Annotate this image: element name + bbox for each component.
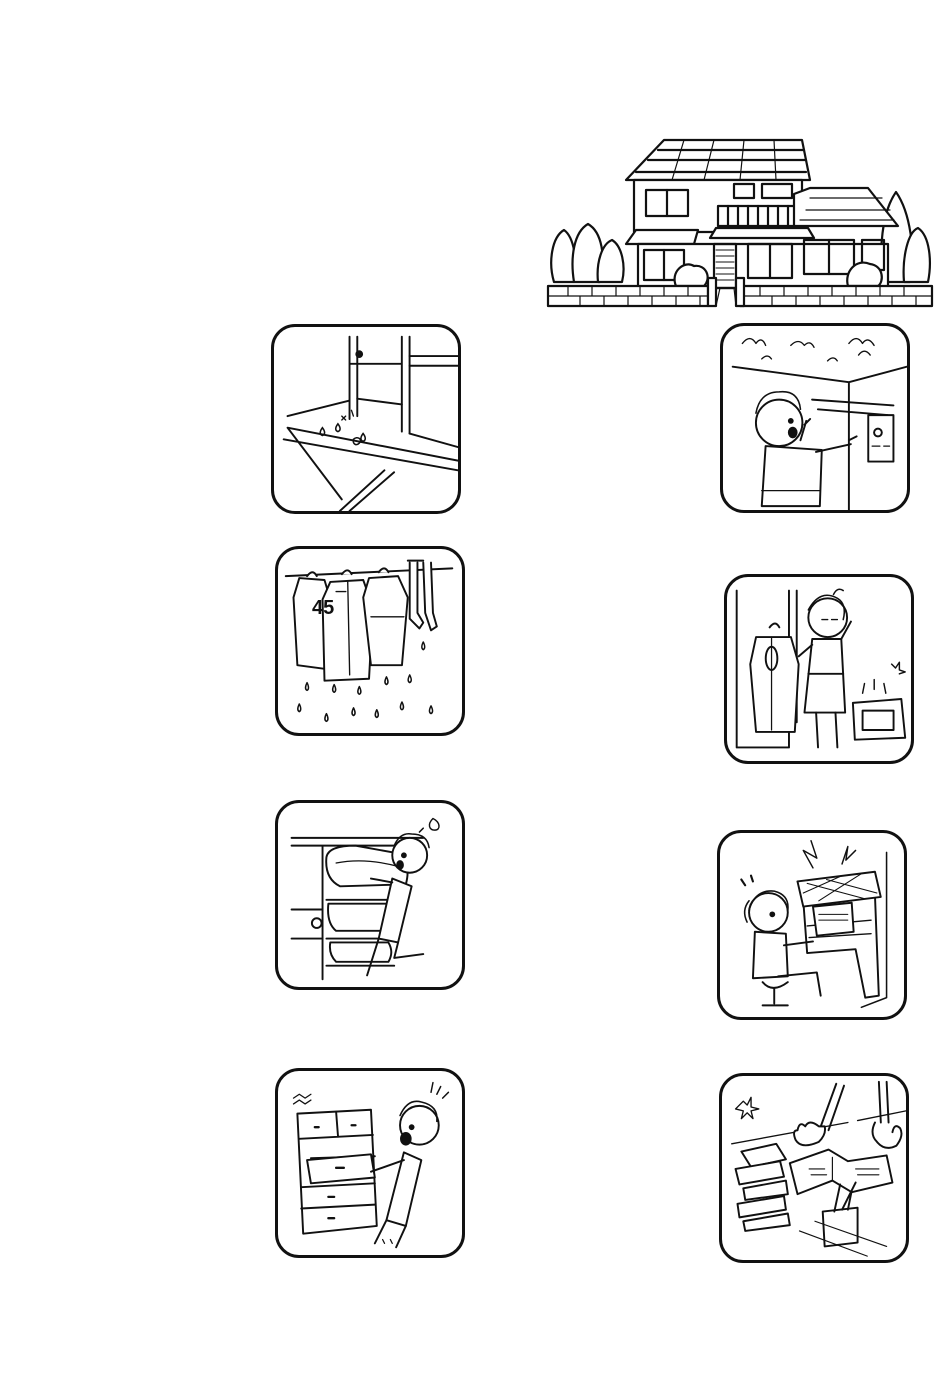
wardrobe-icon [727,577,911,761]
books-icon [722,1076,906,1260]
piano-icon [720,833,904,1017]
futon-closet-icon [278,803,462,987]
panel-damp-books [719,1073,909,1263]
panel-damp-wardrobe [724,574,914,764]
dripping-laundry-icon [278,549,462,733]
panel-piano-player [717,830,907,1020]
panel-sticking-drawers [275,1068,465,1258]
panel-wet-floor [271,324,461,514]
chest-of-drawers-icon [278,1071,462,1255]
panel-moldy-ceiling [720,323,910,513]
house-with-trees-icon [544,132,936,312]
moldy-ceiling-icon [723,326,907,510]
panel-futon-closet [275,800,465,990]
house-illustration [544,132,936,312]
wet-floor-icon [274,327,458,511]
panel-dripping-laundry: 45 [275,546,465,736]
